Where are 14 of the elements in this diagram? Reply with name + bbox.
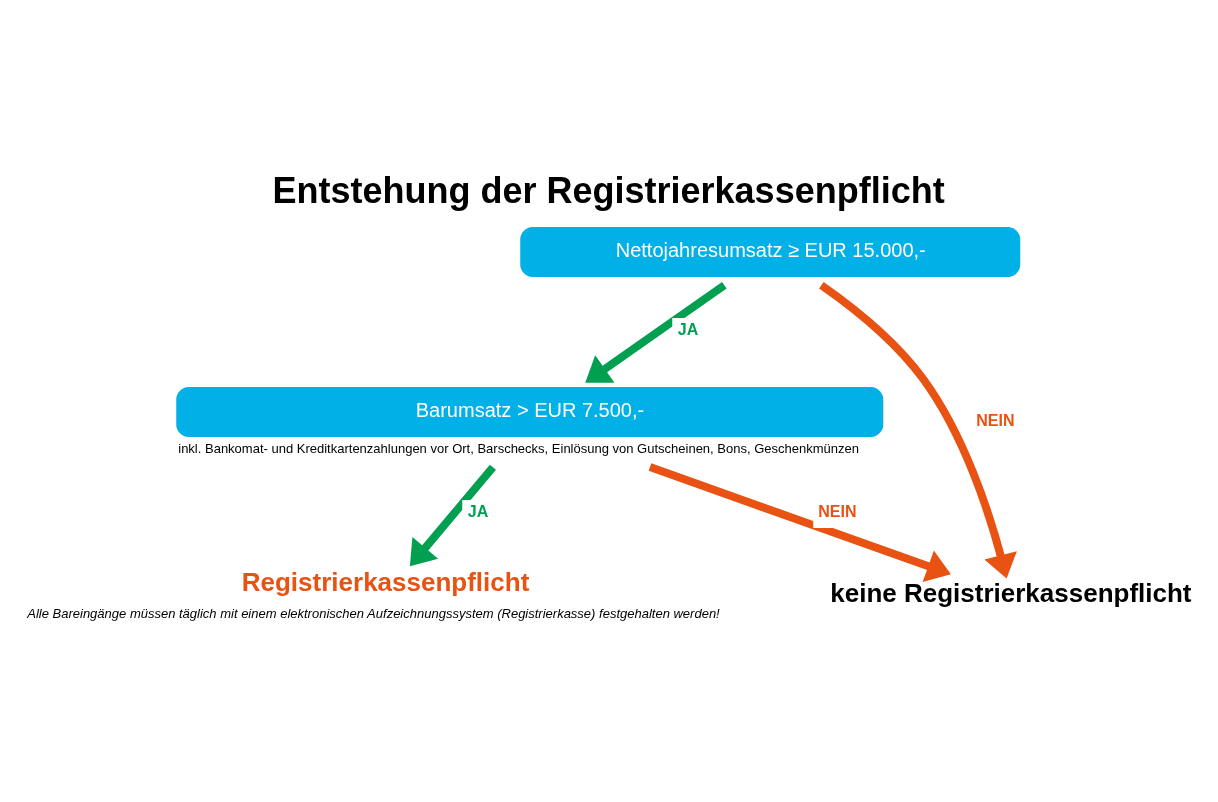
- node-label: Alle Bareingänge müssen täglich mit einem elektronischen Aufzeichnungssystem (Registrierkasse) festgehalten werden!: [27, 605, 720, 621]
- edge-label: NEIN: [818, 502, 857, 520]
- arrow: [585, 281, 727, 383]
- edge-label: JA: [677, 320, 699, 338]
- arrow: [819, 281, 1017, 579]
- node-text: keine Registrierkassenpflicht: [830, 577, 1192, 608]
- node-text: Registrierkassenpflicht: [241, 566, 530, 597]
- node-box: Barumsatz > EUR 7.500,-: [176, 386, 884, 437]
- node-box: Nettojahresumsatz ≥ EUR 15.000,-: [520, 226, 1021, 277]
- edge-label: JA: [467, 502, 489, 520]
- diagram-title: Entstehung der Registrierkassenpflicht: [272, 169, 945, 211]
- edge-label: NEIN: [976, 411, 1015, 429]
- arrow: [648, 462, 951, 582]
- node-label: inkl. Bankomat- und Kreditkartenzahlungen vor Ort, Barschecks, Einlösung von Gutscheinen, Bons, Geschenkmünzen: [178, 440, 859, 456]
